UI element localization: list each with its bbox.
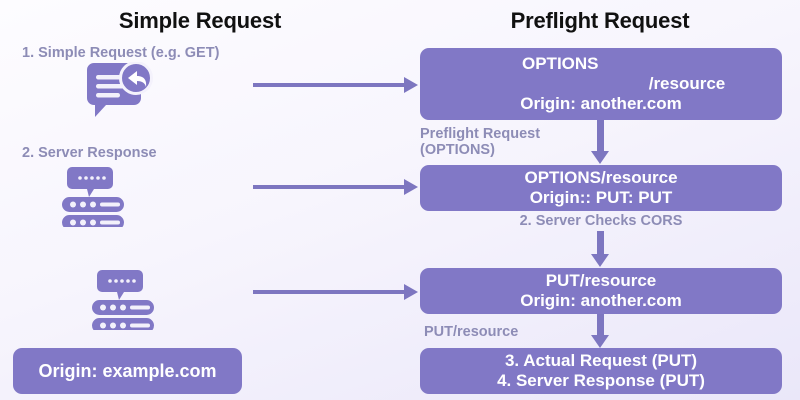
label-preflight-line-2: (OPTIONS) — [420, 142, 495, 158]
box-options-resource: OPTIONS/resource Origin:: PUT: PUT — [420, 165, 782, 211]
box3-line-1: PUT/resource — [545, 271, 657, 290]
label-server-checks-cors: 2. Server Checks CORS — [519, 213, 683, 229]
arrow-request-1 — [253, 77, 418, 93]
label-simple-request-step1: 1. Simple Request (e.g. GET) — [22, 45, 220, 61]
label-preflight-line-1: Preflight Request — [420, 126, 541, 142]
chat-reply-icon — [83, 61, 155, 124]
box-options-request: OPTIONS /resource Origin: another.com — [420, 48, 782, 120]
label-preflight-request-options: Preflight Request (OPTIONS) — [420, 126, 540, 158]
server-message-icon — [60, 165, 130, 230]
origin-example-box: Origin: example.com — [13, 348, 242, 394]
arrow-request-2 — [253, 179, 418, 195]
column-title-simple-request: Simple Request — [118, 8, 282, 33]
box2-line-2: Origin:: PUT: PUT — [529, 188, 673, 207]
box1-line-1: OPTIONS — [522, 54, 599, 73]
box4-line-1: 3. Actual Request (PUT) — [504, 351, 698, 370]
column-title-preflight-request: Preflight Request — [510, 8, 690, 33]
box-actual-request-response: 3. Actual Request (PUT) 4. Server Respon… — [420, 348, 782, 394]
box3-line-2: Origin: another.com — [520, 291, 682, 310]
arrow-request-3 — [253, 284, 418, 300]
box2-line-1: OPTIONS/resource — [524, 168, 678, 187]
box1-line-3: Origin: another.com — [520, 94, 682, 113]
arrow-preflight-down — [591, 120, 609, 164]
label-put-resource: PUT/resource — [424, 324, 519, 340]
arrow-put-down — [591, 314, 609, 348]
box4-line-2: 4. Server Response (PUT) — [497, 371, 705, 390]
box1-line-2: /resource — [648, 74, 726, 93]
box-put-resource: PUT/resource Origin: another.com — [420, 268, 782, 314]
arrow-cors-down — [591, 231, 609, 267]
server-message-icon — [90, 268, 160, 333]
origin-example-text: Origin: example.com — [38, 360, 217, 381]
label-server-response-step2: 2. Server Response — [22, 145, 157, 161]
